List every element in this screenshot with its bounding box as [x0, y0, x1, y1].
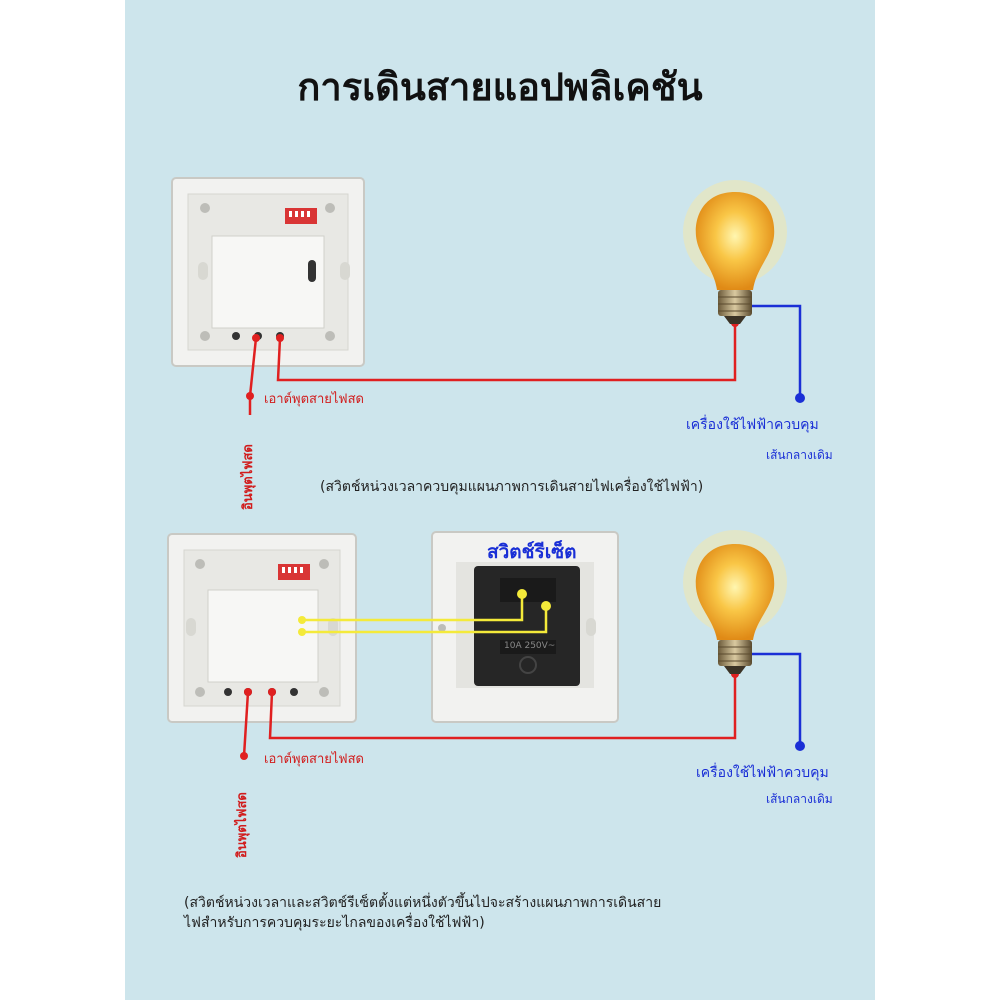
live-input-wire-1 [246, 334, 260, 415]
light-bulb-icon [683, 530, 787, 674]
switch-rating: 10A 250V~ [504, 641, 556, 651]
live-input-wire-2 [240, 688, 252, 760]
reset-switch-label: สวิตช์รีเซ็ต [487, 541, 577, 563]
neutral-label-2: เส้นกลางเดิม [766, 792, 833, 806]
delay-switch-1 [171, 177, 365, 367]
live-input-label-1: อินพุตไฟสด [241, 444, 256, 510]
caption-1: (สวิตช์หน่วงเวลาควบคุมแผนภาพการเดินสายไฟ… [320, 479, 704, 495]
neutral-wire-1 [744, 302, 805, 403]
live-input-label-2: อินพุตไฟสด [235, 792, 250, 858]
page-title: การเดินสายแอปพลิเคชัน [297, 65, 703, 109]
controlled-device-label-2: เครื่องใช้ไฟฟ้าควบคุม [696, 765, 829, 781]
caption-2-line-1: (สวิตช์หน่วงเวลาและสวิตช์รีเซ็ตตั้งแต่หน… [184, 895, 662, 911]
reset-switch [431, 531, 619, 723]
live-output-label-2: เอาต์พุตสายไฟสด [264, 752, 364, 767]
neutral-wire-2 [744, 650, 805, 751]
neutral-label-1: เส้นกลางเดิม [766, 448, 833, 462]
background-panel [125, 0, 875, 1000]
live-output-label-1: เอาต์พุตสายไฟสด [264, 392, 364, 407]
light-bulb-icon [683, 180, 787, 324]
control-wire [298, 589, 551, 636]
delay-switch-2 [167, 533, 357, 723]
controlled-device-label-1: เครื่องใช้ไฟฟ้าควบคุม [686, 417, 819, 433]
caption-2-line-2: ไฟสำหรับการควบคุมระยะไกลของเครื่องใช้ไฟฟ… [184, 915, 485, 931]
